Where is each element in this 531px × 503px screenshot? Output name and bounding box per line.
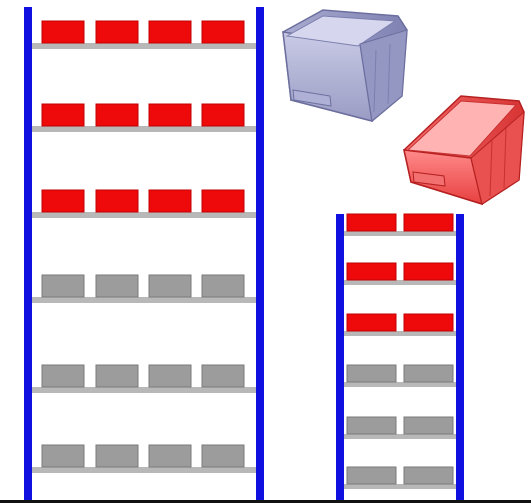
gray-shelf-bin	[96, 365, 138, 387]
blue-gray-storage-bin	[283, 10, 407, 121]
small-shelving-rack	[336, 214, 464, 503]
red-shelf-bin	[347, 314, 396, 331]
red-shelf-bin	[149, 190, 191, 212]
red-shelf-bin	[96, 21, 138, 43]
red-shelf-bin	[404, 314, 453, 331]
gray-shelf-bin	[202, 365, 244, 387]
large-rack-shelf	[32, 43, 256, 49]
red-shelf-bin	[404, 214, 453, 231]
large-rack-left-upright	[24, 7, 32, 503]
small-rack-shelf	[344, 331, 456, 336]
gray-shelf-bin	[149, 445, 191, 467]
small-rack-shelf	[344, 280, 456, 285]
red-shelf-bin	[347, 263, 396, 280]
large-rack-right-upright	[256, 7, 264, 503]
gray-shelf-bin	[96, 445, 138, 467]
red-shelf-bin	[202, 104, 244, 126]
red-shelf-bin	[96, 190, 138, 212]
large-rack-shelf	[32, 212, 256, 218]
red-shelf-bin	[42, 190, 84, 212]
red-shelf-bin	[149, 21, 191, 43]
large-rack-shelf	[32, 387, 256, 393]
red-shelf-bin	[202, 190, 244, 212]
red-shelf-bin	[202, 21, 244, 43]
small-rack-shelf	[344, 231, 456, 236]
red-shelf-bin	[347, 214, 396, 231]
gray-shelf-bin	[42, 275, 84, 297]
red-shelf-bin	[404, 263, 453, 280]
gray-shelf-bin	[96, 275, 138, 297]
large-rack-shelf	[32, 297, 256, 303]
large-rack-shelf	[32, 467, 256, 473]
small-rack-right-upright	[456, 214, 464, 503]
small-rack-shelf	[344, 382, 456, 387]
gray-shelf-bin	[347, 417, 396, 434]
red-shelf-bin	[96, 104, 138, 126]
small-rack-shelf	[344, 434, 456, 439]
gray-shelf-bin	[149, 275, 191, 297]
gray-shelf-bin	[404, 365, 453, 382]
gray-shelf-bin	[149, 365, 191, 387]
small-rack-left-upright	[336, 214, 344, 503]
large-shelving-rack	[24, 7, 264, 503]
gray-shelf-bin	[404, 417, 453, 434]
small-rack-shelf	[344, 484, 456, 489]
gray-shelf-bin	[42, 365, 84, 387]
gray-shelf-bin	[347, 365, 396, 382]
large-rack-shelf	[32, 126, 256, 132]
red-shelf-bin	[42, 21, 84, 43]
gray-shelf-bin	[202, 275, 244, 297]
gray-shelf-bin	[202, 445, 244, 467]
red-shelf-bin	[149, 104, 191, 126]
gray-shelf-bin	[42, 445, 84, 467]
red-shelf-bin	[42, 104, 84, 126]
red-storage-bin	[404, 96, 524, 204]
gray-shelf-bin	[404, 467, 453, 484]
gray-shelf-bin	[347, 467, 396, 484]
